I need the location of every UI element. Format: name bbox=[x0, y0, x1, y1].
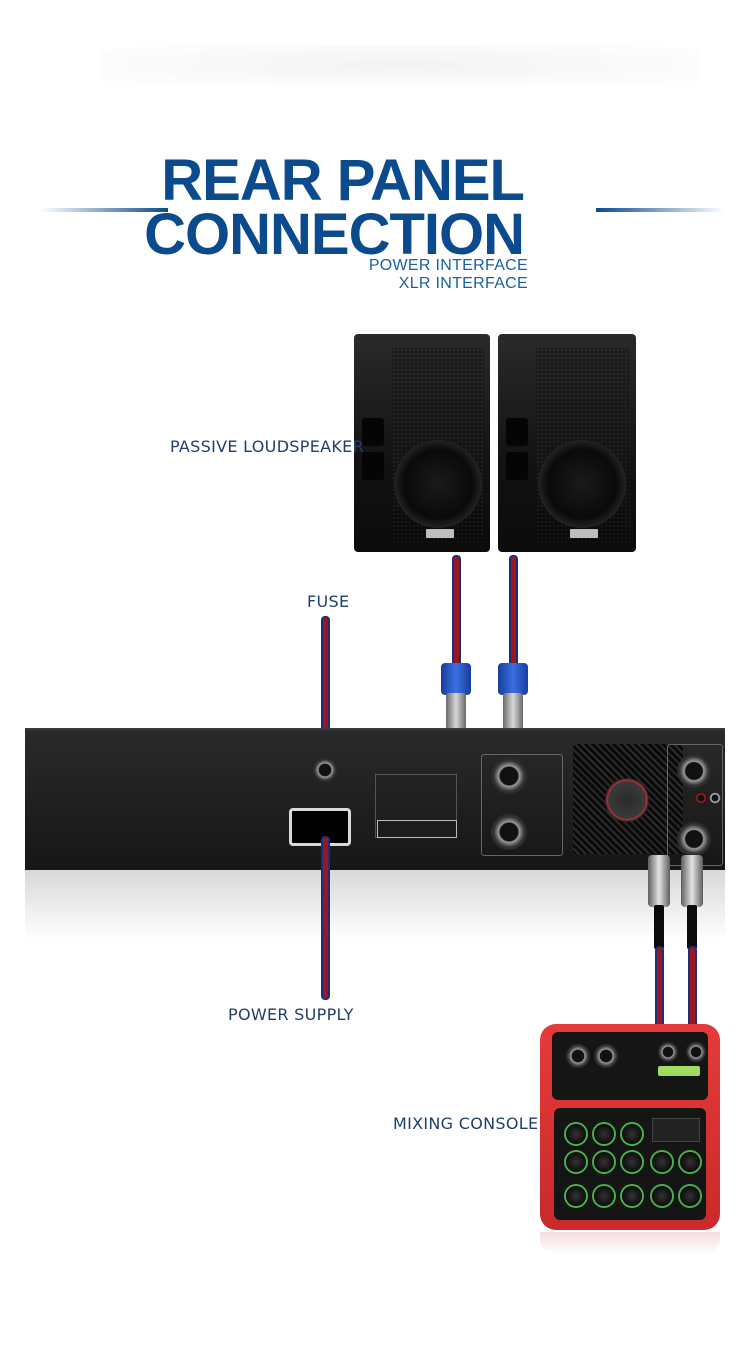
loudspeaker-left-icon bbox=[354, 334, 490, 552]
xlr-plug-left-icon bbox=[648, 855, 670, 907]
speakon-connector-right-icon bbox=[498, 663, 528, 695]
speaker-logo-badge bbox=[426, 529, 454, 538]
speakon-output-ch2 bbox=[491, 814, 527, 850]
mixer-knob bbox=[622, 1152, 642, 1172]
top-glow bbox=[100, 45, 700, 85]
speaker-handle bbox=[362, 452, 384, 480]
mixer-main-out-right bbox=[686, 1042, 706, 1062]
page-title: REAR PANEL CONNECTION bbox=[144, 148, 525, 267]
mixer-cable-right bbox=[690, 948, 695, 1040]
mixer-knob bbox=[680, 1186, 700, 1206]
subtitle-line-1: POWER INTERFACE bbox=[368, 257, 528, 274]
xlr-strain-relief-left bbox=[654, 905, 664, 949]
fuse-label: FUSE bbox=[307, 592, 350, 611]
mixer-knob bbox=[652, 1152, 672, 1172]
title-line-2: CONNECTION bbox=[144, 202, 525, 267]
speakon-output-ch1 bbox=[491, 758, 527, 794]
mixer-reflection bbox=[540, 1232, 720, 1254]
mixer-knob bbox=[566, 1124, 586, 1144]
outputs-panel bbox=[481, 754, 563, 856]
speaker-handle bbox=[362, 418, 384, 446]
mixer-combo-input-2 bbox=[594, 1044, 618, 1068]
amplifier-reflection bbox=[25, 870, 725, 940]
fuse-holder bbox=[313, 758, 337, 782]
mixer-bluetooth-display bbox=[652, 1118, 700, 1142]
power-amplifier-rear-icon bbox=[25, 728, 725, 870]
mixer-cable-left bbox=[657, 948, 662, 1040]
mixer-display bbox=[658, 1066, 700, 1076]
fan-hub bbox=[605, 778, 649, 822]
speaker-cable-right bbox=[511, 557, 516, 667]
stereo-switch-left bbox=[695, 792, 707, 804]
speaker-logo-badge bbox=[570, 529, 598, 538]
stereo-switch-right bbox=[709, 792, 721, 804]
mixer-knob bbox=[622, 1186, 642, 1206]
speakon-connector-left-icon bbox=[441, 663, 471, 695]
page-subtitle: POWER INTERFACE XLR INTERFACE bbox=[369, 257, 528, 293]
title-line-1: REAR PANEL bbox=[161, 148, 525, 213]
speaker-handle bbox=[506, 418, 528, 446]
xlr-input-ch1 bbox=[677, 754, 711, 788]
power-supply-label: POWER SUPPLY bbox=[228, 1005, 354, 1024]
loudspeaker-right-icon bbox=[498, 334, 636, 552]
ac-power-inlet bbox=[289, 808, 351, 846]
xlr-input-ch2 bbox=[677, 822, 711, 856]
mixer-knob bbox=[652, 1186, 672, 1206]
right-decorative-line bbox=[596, 208, 724, 212]
left-decorative-line bbox=[40, 208, 168, 212]
speaker-woofer bbox=[394, 440, 482, 528]
mixer-main-out-left bbox=[658, 1042, 678, 1062]
passive-loudspeaker-label: PASSIVE LOUDSPEAKER bbox=[170, 437, 364, 456]
mixer-knob bbox=[594, 1186, 614, 1206]
mixer-knob bbox=[594, 1152, 614, 1172]
power-cable bbox=[323, 838, 328, 998]
mixer-knob bbox=[566, 1186, 586, 1206]
speaker-cable-left bbox=[454, 557, 459, 667]
mixer-combo-input-1 bbox=[566, 1044, 590, 1068]
subtitle-line-2: XLR INTERFACE bbox=[398, 275, 528, 292]
xlr-strain-relief-right bbox=[687, 905, 697, 949]
mixer-knob bbox=[680, 1152, 700, 1172]
mixing-console-label: MIXING CONSOLE bbox=[393, 1114, 539, 1133]
speaker-handle bbox=[506, 452, 528, 480]
mixer-knob bbox=[594, 1124, 614, 1144]
speaker-woofer bbox=[538, 440, 626, 528]
caution-box bbox=[377, 820, 457, 838]
mixer-knob bbox=[622, 1124, 642, 1144]
mixing-console-icon bbox=[540, 1024, 720, 1230]
xlr-plug-right-icon bbox=[681, 855, 703, 907]
mixer-knob bbox=[566, 1152, 586, 1172]
fuse-cable bbox=[323, 618, 328, 758]
